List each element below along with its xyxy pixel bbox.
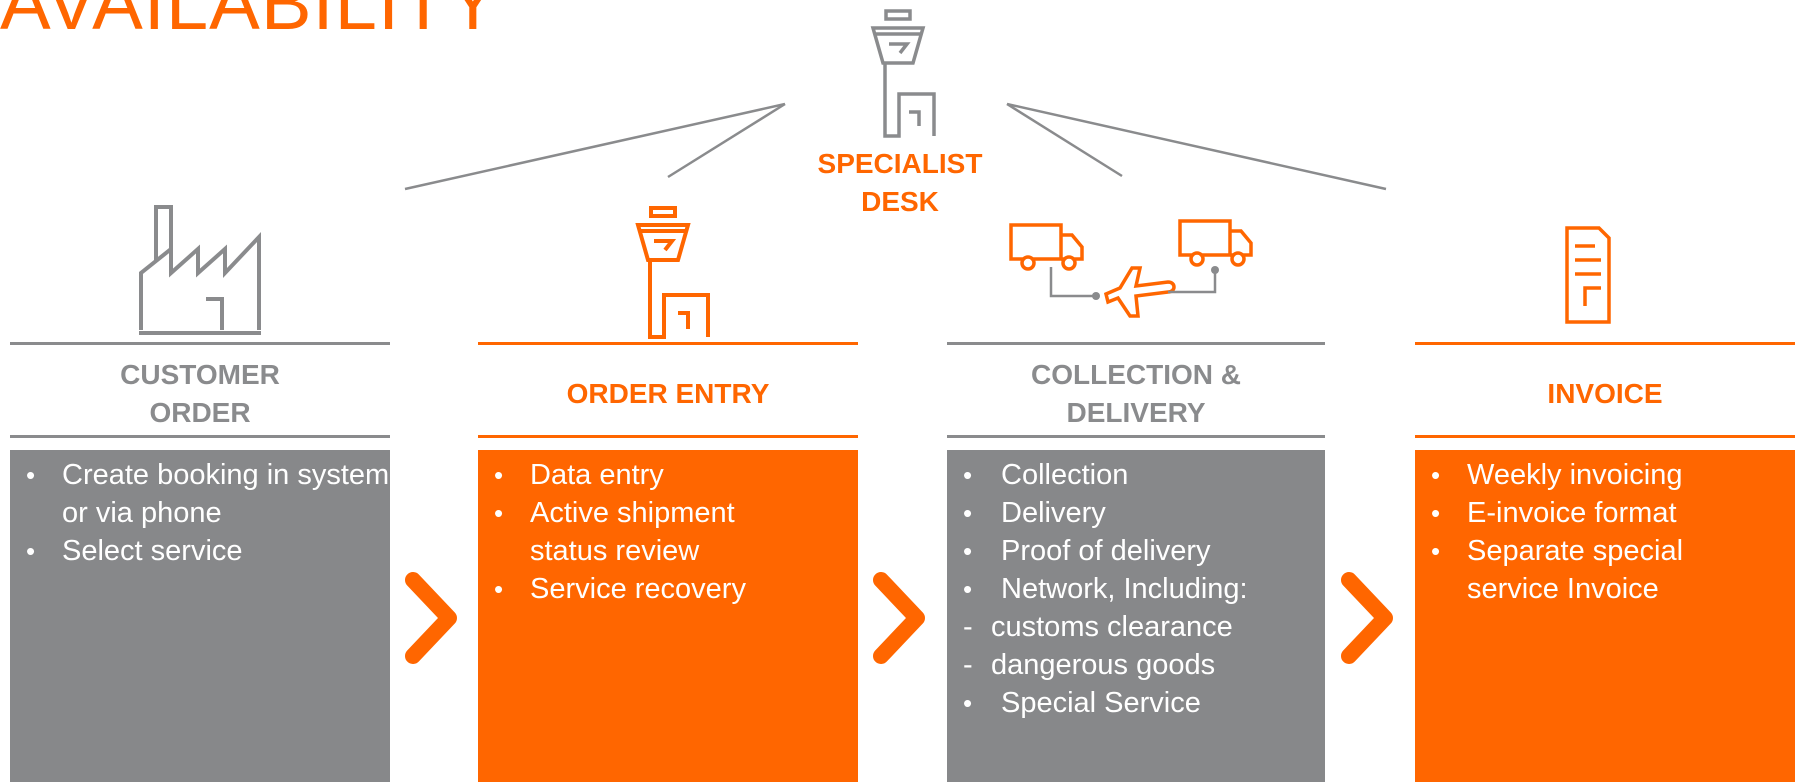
specialist-desk-label-line1: SPECIALIST	[817, 148, 983, 179]
specialist-desk-label-line2: DESK	[861, 186, 939, 217]
invoice-document-icon	[1565, 226, 1611, 324]
customer-order-title: CUSTOMER ORDER	[120, 359, 280, 428]
customer-order-top-rule	[10, 342, 390, 345]
list-item: Proof of delivery	[947, 532, 1325, 570]
list-item: Weekly invoicing	[1415, 456, 1795, 494]
factory-icon	[137, 205, 263, 335]
order-entry-bottom-rule	[478, 435, 858, 438]
order-entry-list: Data entry Active shipment status review…	[478, 456, 858, 608]
list-item: Create booking in system or via phone	[10, 456, 390, 532]
invoice-list: Weekly invoicing E-invoice format Separa…	[1415, 456, 1795, 608]
list-item: Special Service	[947, 684, 1325, 722]
list-item: Select service	[10, 532, 390, 570]
chevron-right-icon	[872, 572, 928, 664]
order-entry-title: ORDER ENTRY	[566, 378, 770, 409]
invoice-title: INVOICE	[1547, 378, 1663, 409]
collection-delivery-bottom-rule	[947, 435, 1325, 438]
list-item: Service recovery	[478, 570, 858, 608]
invoice-top-rule	[1415, 342, 1795, 345]
order-entry-box: Data entry Active shipment status review…	[478, 450, 858, 782]
list-item: Network, Including:	[947, 570, 1325, 608]
list-item: Separate special service Invoice	[1415, 532, 1795, 608]
list-item: Delivery	[947, 494, 1325, 532]
collection-delivery-list: Collection Delivery Proof of delivery Ne…	[947, 456, 1325, 722]
collection-delivery-title: COLLECTION & DELIVERY	[1031, 359, 1241, 428]
customer-order-box: Create booking in system or via phone Se…	[10, 450, 390, 782]
chevron-right-icon	[404, 572, 460, 664]
customer-order-list: Create booking in system or via phone Se…	[10, 456, 390, 570]
list-item: Active shipment status review	[478, 494, 858, 570]
chevron-right-icon	[1340, 572, 1396, 664]
control-tower-icon	[620, 205, 710, 341]
customer-order-bottom-rule	[10, 435, 390, 438]
page-title: AVAILABILITY	[0, 0, 500, 46]
list-item: Data entry	[478, 456, 858, 494]
invoice-box: Weekly invoicing E-invoice format Separa…	[1415, 450, 1795, 782]
specialist-desk-tower-icon	[855, 8, 945, 138]
list-item: Collection	[947, 456, 1325, 494]
list-item: customs clearance	[947, 608, 1325, 646]
specialist-desk-label: SPECIALIST DESK	[780, 145, 1020, 221]
invoice-bottom-rule	[1415, 435, 1795, 438]
collection-delivery-box: Collection Delivery Proof of delivery Ne…	[947, 450, 1325, 782]
order-entry-top-rule	[478, 342, 858, 345]
truck-plane-truck-icon	[1008, 218, 1264, 330]
list-item: dangerous goods	[947, 646, 1325, 684]
list-item: E-invoice format	[1415, 494, 1795, 532]
collection-delivery-top-rule	[947, 342, 1325, 345]
